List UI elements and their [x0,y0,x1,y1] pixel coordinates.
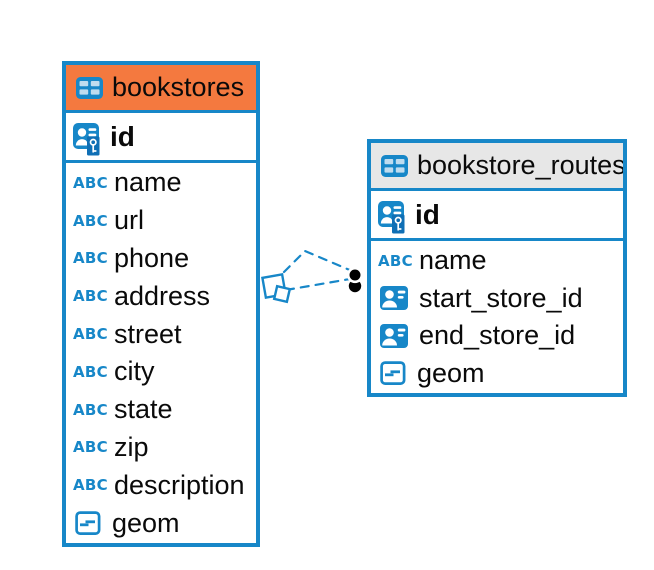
table-icon [381,154,408,177]
relationship-line-2[interactable] [284,277,352,292]
primary-key-row[interactable]: id [371,191,623,241]
column-label: start_store_id [419,282,583,313]
column-row-address[interactable]: ABC address [66,277,256,315]
column-row-url[interactable]: ABC url [66,202,256,240]
primary-key-label: id [415,198,440,230]
text-type-icon: ABC [73,400,108,419]
column-label: street [114,318,182,349]
primary-key-icon [73,122,100,155]
text-type-icon: ABC [73,476,108,495]
column-row-end-store-id[interactable]: end_store_id [371,317,623,355]
geometry-type-icon [75,511,101,536]
column-label: zip [114,431,149,462]
table-bookstore-routes[interactable]: bookstore_routes id ABC name [367,139,627,397]
text-type-icon: ABC [73,287,108,306]
table-title: bookstores [112,72,245,102]
table-header-bookstore-routes[interactable]: bookstore_routes [371,143,623,191]
column-row-description[interactable]: ABC description [66,466,256,504]
diamond-marker[interactable] [261,273,292,304]
column-row-name[interactable]: ABC name [66,164,256,202]
column-row-street[interactable]: ABC street [66,315,256,353]
primary-key-icon [378,200,405,233]
text-type-icon: ABC [73,325,108,344]
geometry-type-icon [380,361,406,386]
table-title: bookstore_routes [417,150,623,180]
text-type-icon: ABC [378,251,413,270]
column-list: ABC name start_store_id [371,241,623,393]
column-label: url [114,205,145,236]
column-label: description [114,469,245,500]
column-row-start-store-id[interactable]: start_store_id [371,280,623,318]
column-label: geom [417,357,485,388]
table-icon [76,76,103,99]
relationship-line-1[interactable] [282,249,354,274]
table-bookstores[interactable]: bookstores id ABC name ABC [62,61,260,547]
column-label: phone [114,242,190,273]
column-label: city [114,356,155,387]
text-type-icon: ABC [73,173,108,192]
column-label: name [419,245,487,276]
relationship-overlay [261,249,364,304]
primary-key-row[interactable]: id [66,113,256,163]
column-row-name[interactable]: ABC name [371,242,623,280]
primary-key-label: id [110,120,135,152]
reference-type-icon [380,286,408,311]
column-label: state [114,394,173,425]
column-row-zip[interactable]: ABC zip [66,429,256,467]
column-row-geom[interactable]: geom [66,504,256,542]
dot-marker[interactable] [346,266,364,293]
text-type-icon: ABC [73,438,108,457]
column-label: name [114,167,182,198]
text-type-icon: ABC [73,211,108,230]
column-label: geom [112,507,180,538]
column-label: end_store_id [419,320,576,351]
column-row-phone[interactable]: ABC phone [66,240,256,278]
column-row-geom[interactable]: geom [371,355,623,393]
reference-type-icon [380,323,408,348]
column-row-state[interactable]: ABC state [66,391,256,429]
column-label: address [114,280,211,311]
text-type-icon: ABC [73,249,108,268]
column-row-city[interactable]: ABC city [66,353,256,391]
text-type-icon: ABC [73,362,108,381]
table-header-bookstores[interactable]: bookstores [66,65,256,113]
column-list: ABC name ABC url ABC phone ABC address A… [66,163,256,543]
